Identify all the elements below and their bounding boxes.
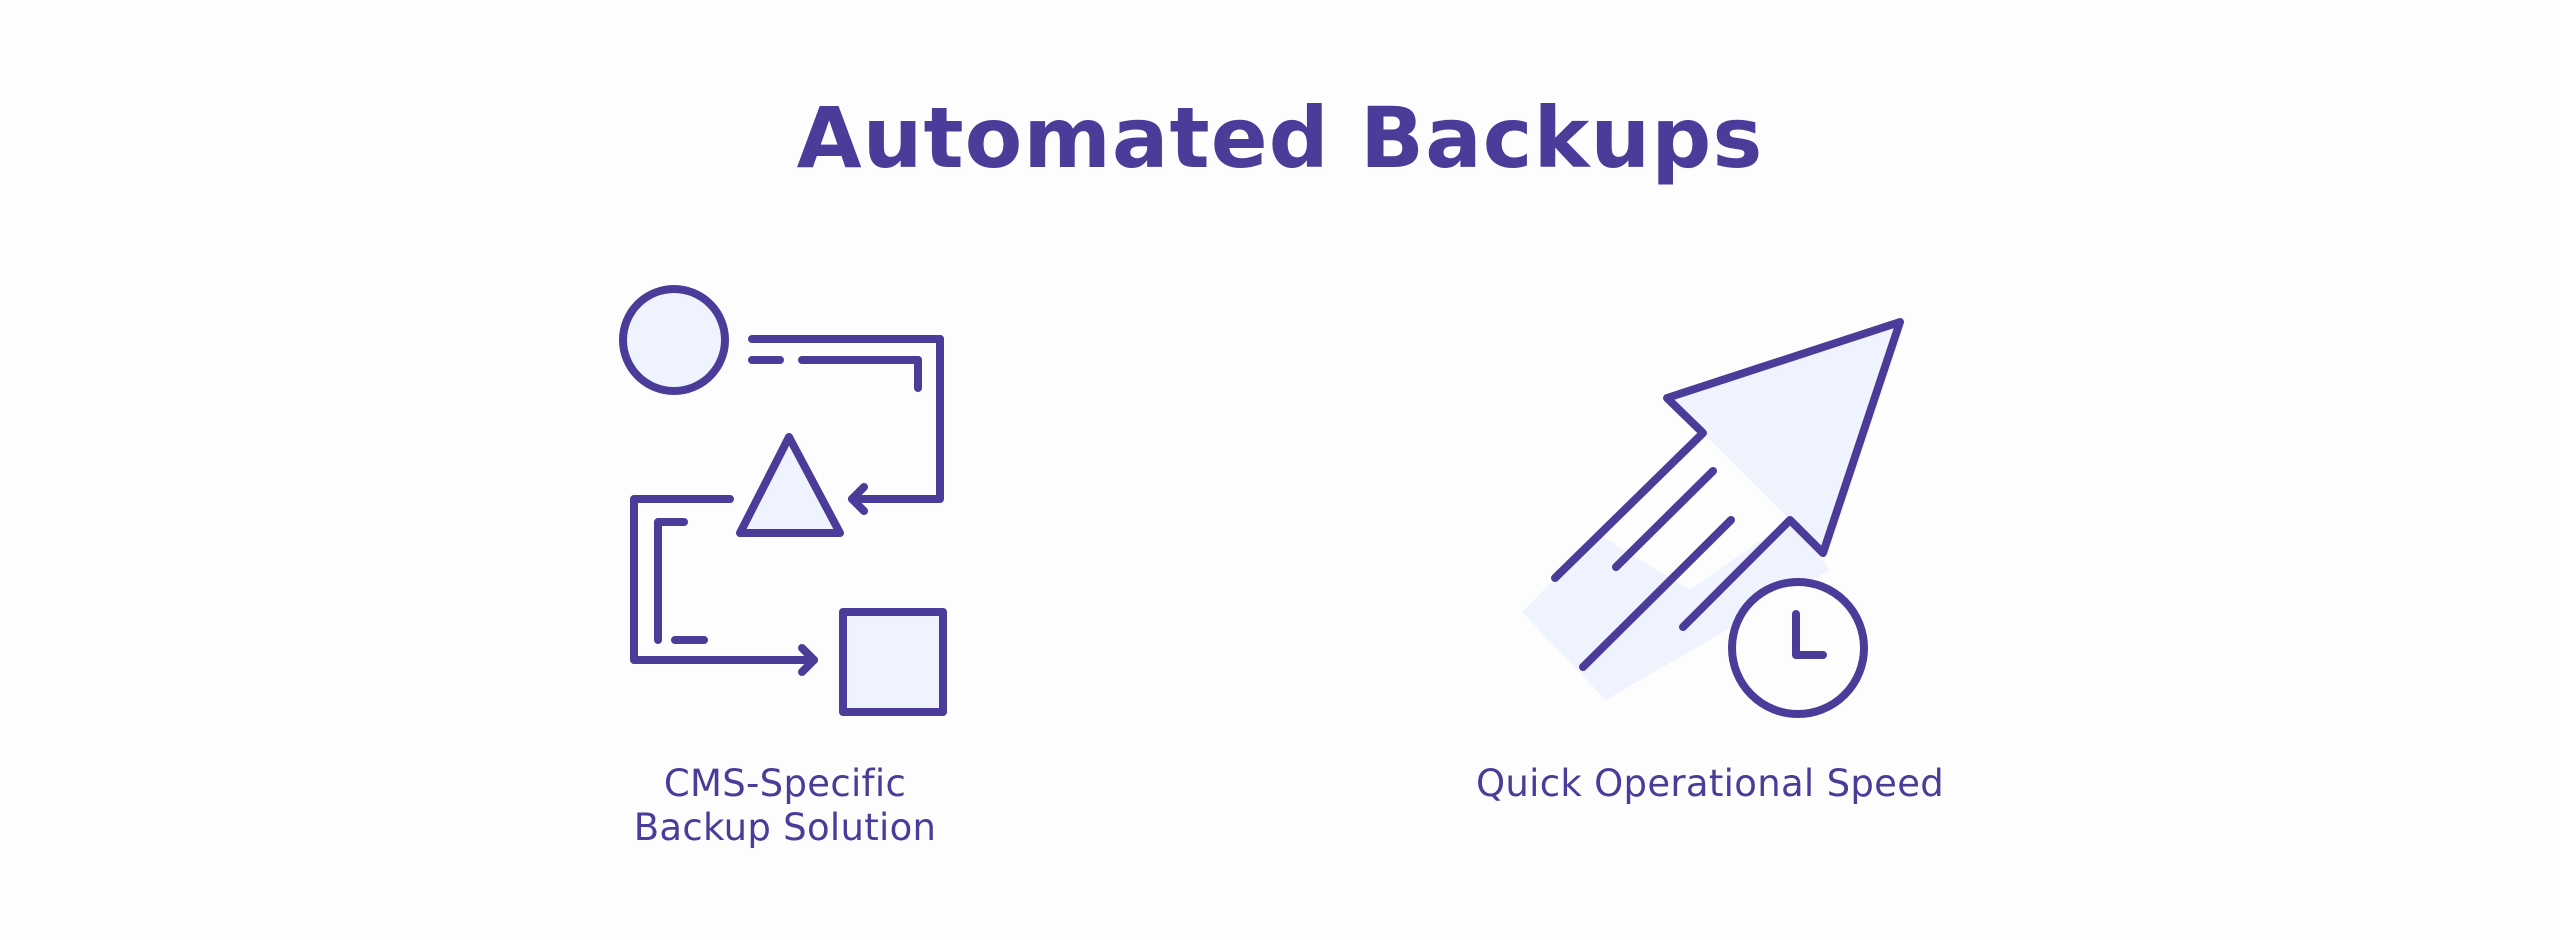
square-shape <box>839 608 947 716</box>
caption-line: Quick Operational Speed <box>1475 762 1945 805</box>
caption-line: Backup Solution <box>633 806 937 849</box>
circle-shape <box>619 285 729 395</box>
page-title: Automated Backups <box>796 89 1764 187</box>
triangle-shape <box>736 433 844 537</box>
caption-line: CMS-Specific <box>663 762 907 805</box>
cms-flow-icon <box>600 270 960 730</box>
feature-caption-speed: Quick Operational Speed <box>1420 762 2000 806</box>
feature-caption-cms: CMS-Specific Backup Solution <box>565 762 1005 850</box>
rocket-speed-icon <box>1500 300 1940 730</box>
